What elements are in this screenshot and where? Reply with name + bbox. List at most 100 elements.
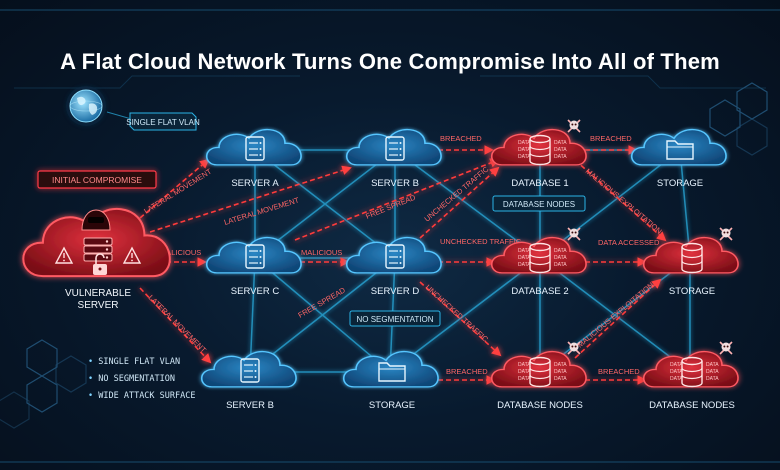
attack-paths [139, 145, 667, 385]
data-label: DATA [554, 255, 567, 261]
data-label: DATA [554, 147, 567, 153]
node-label: DATABASE 2 [511, 286, 568, 297]
attack-path [294, 158, 500, 241]
warning-icon [122, 246, 142, 264]
node-server-a[interactable]: SERVER A [205, 129, 302, 189]
tag-label: INITIAL COMPROMISE [52, 175, 142, 185]
edge-label: BREACHED [446, 367, 488, 376]
cloud-shape [490, 237, 587, 274]
link [249, 257, 396, 373]
data-label: DATA [518, 362, 531, 368]
data-label: DATA [554, 154, 567, 160]
tag-label: DATABASE NODES [503, 200, 575, 209]
node-storage-top[interactable]: STORAGE [630, 129, 727, 189]
database-icon [529, 134, 551, 166]
page-title: A Flat Cloud Network Turns One Compromis… [60, 48, 720, 74]
link [249, 257, 256, 373]
data-label: DATA [554, 248, 567, 254]
data-label: DATA [670, 369, 683, 375]
skull-crossbones-icon [719, 227, 733, 241]
data-label: DATA [518, 369, 531, 375]
attack-path [419, 281, 502, 357]
cloud-shape [205, 129, 302, 166]
attack-path [574, 278, 662, 359]
server-icon [83, 237, 113, 262]
cloud-shape [345, 129, 442, 166]
edge-label: DATA ACCESSED [598, 238, 660, 247]
data-label: DATA [518, 376, 531, 382]
data-label: DATA [670, 376, 683, 382]
open-padlock-icon [93, 253, 107, 275]
cloud-shape [642, 351, 739, 388]
edge-label: BREACHED [440, 134, 482, 143]
link [394, 149, 541, 259]
node-server-c[interactable]: SERVER C [205, 237, 302, 297]
server-icon [245, 136, 265, 161]
data-label: DATA [518, 248, 531, 254]
cloud-shape [205, 237, 302, 274]
node-storage-mid[interactable]: STORAGE [642, 227, 739, 297]
skull-crossbones-icon [719, 341, 733, 355]
database-icon [529, 242, 551, 274]
node-label: DATABASE NODES [649, 400, 735, 411]
tag-initial-compromise: INITIAL COMPROMISE [37, 170, 157, 189]
node-label: SERVER A [231, 178, 279, 189]
node-server-b-bottom[interactable]: SERVER B [200, 351, 297, 411]
node-label: STORAGE [657, 178, 703, 189]
edge-label: LATERAL MOVEMENT [147, 293, 209, 355]
attack-path [574, 159, 667, 242]
link [389, 257, 541, 373]
warning-icon [54, 246, 74, 264]
server-icon [385, 136, 405, 161]
node-label: DATABASE NODES [497, 400, 583, 411]
node-storage-bottom[interactable]: STORAGE [342, 351, 439, 411]
hexagon-decor [0, 82, 768, 429]
node-label: STORAGE [369, 400, 415, 411]
node-label: DATABASE 1 [511, 178, 568, 189]
data-label: DATA [670, 362, 683, 368]
summary-list: SINGLE FLAT VLAN NO SEGMENTATION WIDE AT… [88, 354, 195, 405]
frame-lines [0, 9, 780, 463]
edge-label: BREACHED [590, 134, 632, 143]
node-label: SERVER D [371, 286, 420, 297]
tag-label: NO SEGMENTATION [356, 315, 433, 324]
cloud-shape [200, 351, 297, 388]
globe-icon [66, 86, 106, 126]
data-label: DATA [518, 262, 531, 268]
hacker-icon [81, 209, 111, 231]
data-label: DATA [518, 255, 531, 261]
cloud-shape [490, 129, 587, 166]
data-label: DATA [554, 262, 567, 268]
edge-label: MALICIOUS [160, 248, 201, 257]
database-icon [681, 356, 703, 388]
server-icon [240, 358, 260, 383]
data-label: DATA [518, 147, 531, 153]
summary-item: SINGLE FLAT VLAN [88, 354, 195, 371]
database-icon [529, 356, 551, 388]
node-label: SERVER B [226, 400, 274, 411]
tag-no-segmentation: NO SEGMENTATION [349, 310, 441, 327]
edge-label: MALICIOUS EXPLOITATION [576, 280, 656, 349]
edge-label: FREE SPREAD [364, 192, 417, 220]
edge-label: LATERAL MOVEMENT [223, 195, 301, 227]
edge-label: MALICIOUS [301, 248, 342, 257]
summary-item: NO SEGMENTATION [88, 371, 195, 388]
folder-icon [666, 140, 694, 160]
attack-path [419, 166, 500, 239]
edge-label: UNCHECKED TRAFFIC [440, 237, 522, 246]
node-server-b-top[interactable]: SERVER B [345, 129, 442, 189]
server-icon [245, 244, 265, 269]
cloud-shape [345, 237, 442, 274]
node-label: STORAGE [669, 286, 715, 297]
node-server-d[interactable]: SERVER D [345, 237, 442, 297]
node-label: SERVER B [371, 178, 419, 189]
edge-label: BREACHED [598, 367, 640, 376]
